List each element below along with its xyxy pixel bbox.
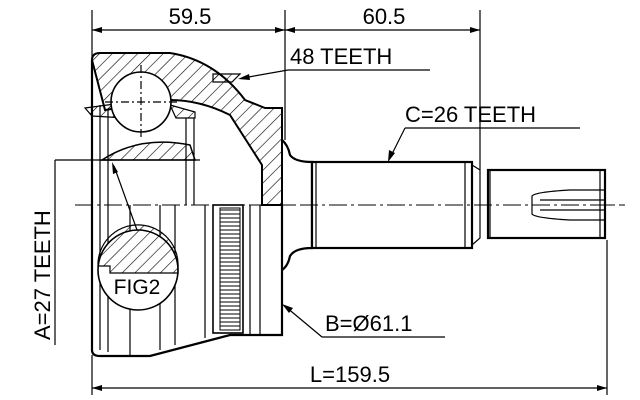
callout-c-teeth [388,127,580,162]
outer-teeth-label: 48 TEETH [290,44,392,69]
top-dimensions [91,10,481,170]
fig2-label: FIG2 [114,276,161,299]
dimension-59-5: 59.5 [169,4,212,29]
inner-race [99,141,197,161]
callout-b-diameter [282,304,445,338]
ball [105,65,178,140]
abs-ring [212,204,244,334]
outer-spline [212,73,242,83]
fig2-detail [97,162,179,311]
inner-teeth-label: A=27 TEETH [30,210,55,340]
dimension-60-5: 60.5 [363,4,406,29]
callout-a-teeth [54,159,112,345]
bottom-dimension [91,240,608,395]
abs-diameter-label: B=Ø61.1 [325,311,412,336]
dimension-overall-length: L=159.5 [310,362,390,387]
shaft-teeth-label: C=26 TEETH [405,102,536,127]
cage-right [168,104,196,119]
callout-48-teeth [238,69,430,80]
